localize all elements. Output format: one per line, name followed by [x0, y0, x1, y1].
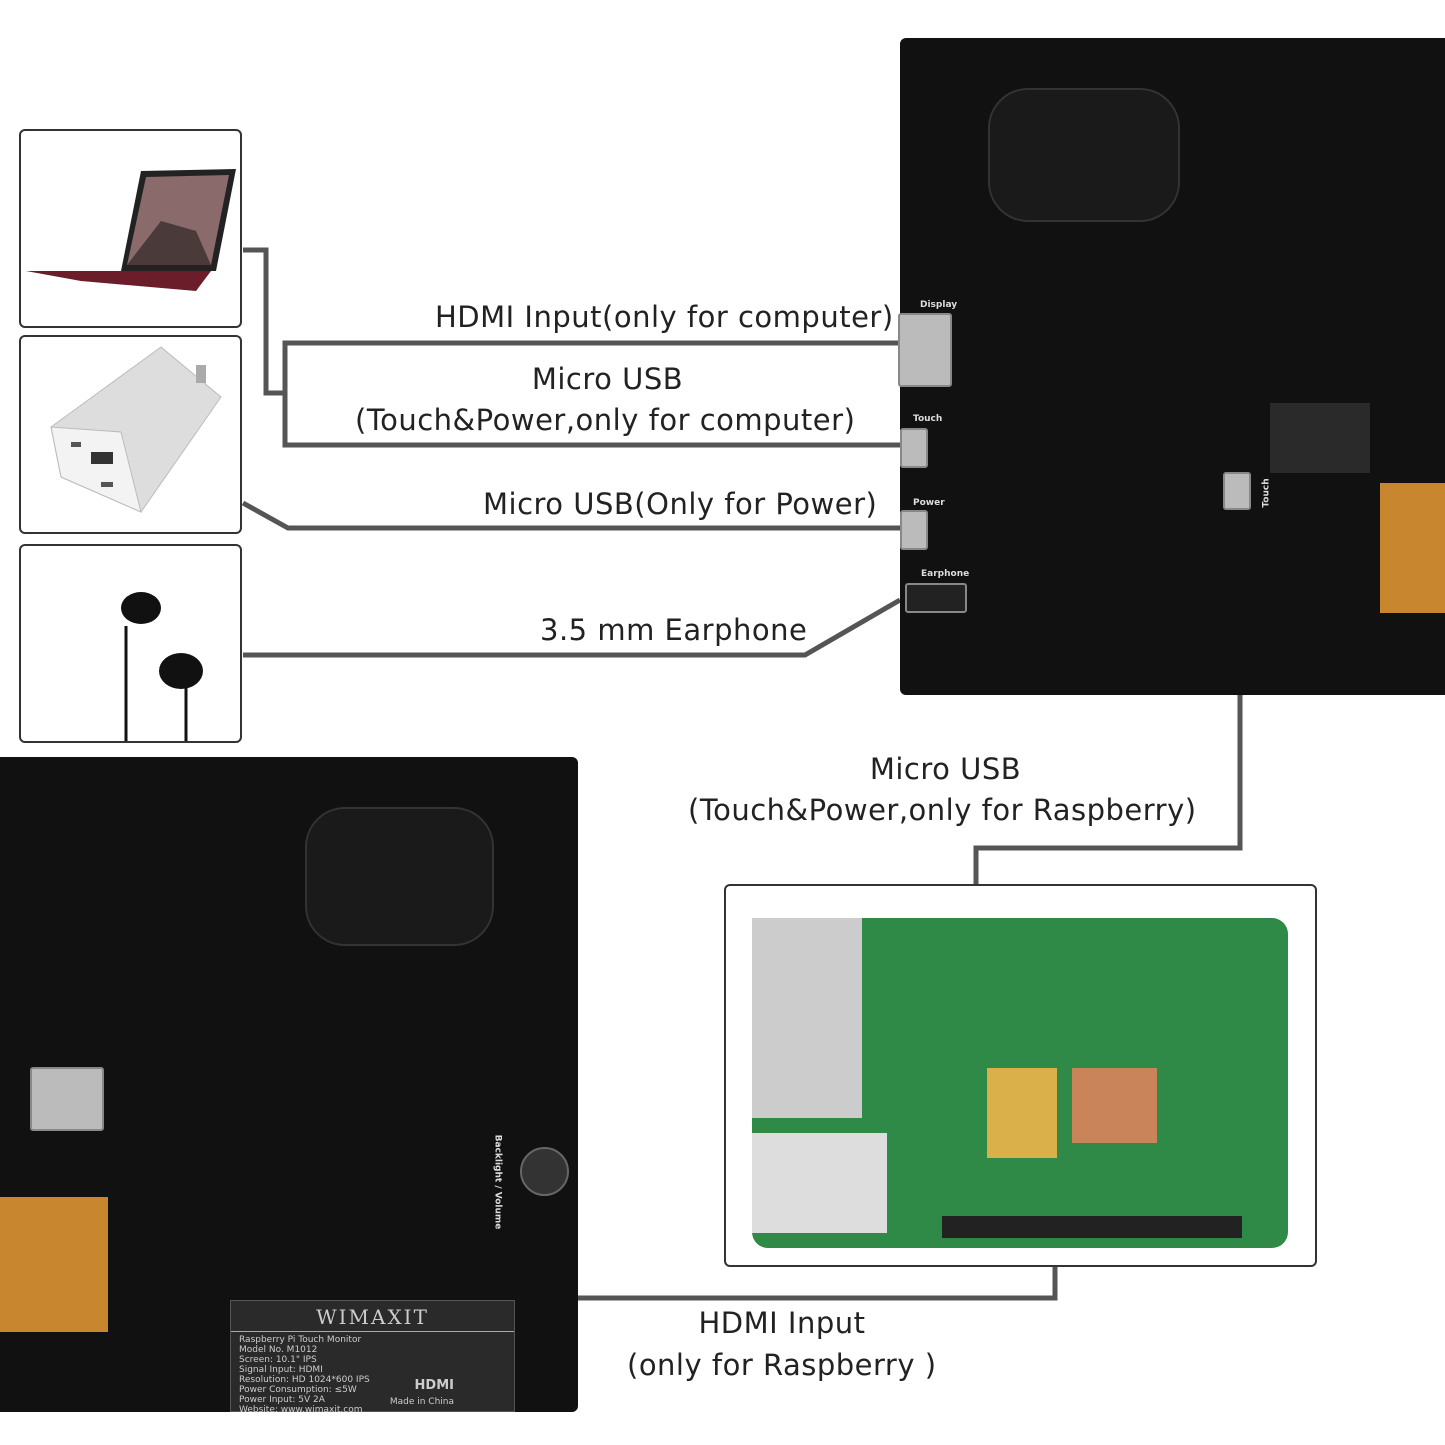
gpio-header — [942, 1216, 1242, 1238]
spec-line: Power Input: 5V 2A — [239, 1395, 325, 1405]
earphone-jack[interactable] — [905, 583, 967, 613]
port-label-earphone: Earphone — [921, 569, 970, 579]
label-usb-power: Micro USB(Only for Power) — [483, 487, 878, 521]
power-usb-port[interactable] — [900, 510, 928, 550]
spec-list: Raspberry Pi Touch Monitor Model No. M10… — [231, 1332, 514, 1415]
monitor-back-top: Display Touch Power Earphone Touch — [898, 38, 1445, 695]
usb-ports — [752, 918, 862, 1118]
spec-line: Signal Input: HDMI — [239, 1365, 323, 1375]
speaker — [988, 88, 1180, 222]
hdmi-logo: HDMI — [414, 1378, 454, 1393]
port-label-touch: Touch — [913, 414, 943, 424]
laptop-icon — [26, 169, 236, 291]
label-hdmi-raspberry-1: HDMI Input — [698, 1306, 866, 1340]
raspberry-pi-board — [752, 918, 1288, 1248]
earphone-line — [243, 597, 902, 658]
label-hdmi-raspberry-2: (only for Raspberry ) — [627, 1348, 937, 1382]
spec-line: Website: www.wimaxit.com — [239, 1405, 363, 1415]
label-earphone: 3.5 mm Earphone — [540, 613, 808, 647]
backlight-label: Backlight / Volume — [492, 1134, 503, 1230]
spec-line: Screen: 10.1" IPS — [239, 1355, 317, 1365]
charger-icon — [50, 346, 222, 513]
brand-name: WIMAXIT — [231, 1301, 514, 1332]
spec-sticker: WIMAXIT Raspberry Pi Touch Monitor Model… — [230, 1300, 515, 1415]
laptop-box — [19, 129, 242, 328]
made-in: Made in China — [389, 1397, 454, 1407]
spec-line: Model No. M1012 — [239, 1345, 318, 1355]
spec-line: Power Consumption: ≤5W — [239, 1385, 357, 1395]
label-usb-computer-1: Micro USB — [531, 362, 684, 396]
earphone-box — [19, 544, 242, 743]
heatsink — [1072, 1068, 1157, 1143]
chip — [1270, 403, 1370, 473]
ethernet-port — [752, 1133, 887, 1233]
spec-line: Resolution: HD 1024*600 IPS — [239, 1375, 370, 1385]
spec-line: Raspberry Pi Touch Monitor — [239, 1335, 362, 1345]
hdmi-port[interactable] — [898, 313, 952, 387]
charger-box — [19, 335, 242, 534]
heatsink — [987, 1068, 1057, 1158]
power-line — [241, 500, 900, 531]
port-label-touch-side: Touch — [1261, 478, 1272, 508]
label-hdmi-computer: HDMI Input(only for computer) — [435, 300, 894, 334]
speaker — [305, 807, 494, 946]
backlight-knob[interactable] — [520, 1147, 569, 1196]
label-usb-raspberry-1: Micro USB — [869, 752, 1022, 786]
touch-usb-port[interactable] — [900, 428, 928, 468]
laptop-line — [243, 247, 285, 396]
ribbon-cable — [0, 1197, 108, 1332]
port-label-power: Power — [913, 498, 945, 508]
port-label-display: Display — [920, 300, 958, 310]
label-usb-raspberry-2: (Touch&Power,only for Raspberry) — [688, 793, 1197, 827]
hdmi-port[interactable] — [30, 1067, 104, 1131]
label-usb-computer-2: (Touch&Power,only for computer) — [355, 403, 856, 437]
ribbon-cable — [1380, 483, 1445, 613]
hdmi-computer-line — [282, 340, 900, 448]
earphone-icon — [121, 592, 203, 741]
pi-usb-port[interactable] — [1223, 472, 1251, 510]
